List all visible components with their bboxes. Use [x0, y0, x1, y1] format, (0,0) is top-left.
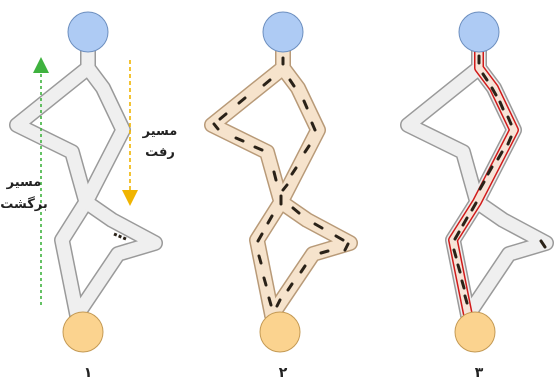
outbound-label-line2: رفت [145, 145, 175, 160]
panel-number-2: ۲ [279, 365, 288, 381]
trail-network [9, 28, 163, 323]
panel-1: مسیر رفت مسیر برگشت ۱ [0, 11, 178, 381]
panel-2: ۲ [204, 11, 358, 381]
outbound-label-line1: مسیر [142, 124, 178, 139]
food-circle [454, 311, 496, 353]
food-circle [62, 311, 104, 353]
food-circle [259, 311, 301, 353]
ants-group [212, 38, 350, 308]
return-label-line1: مسیر [6, 175, 42, 190]
panel-number-3: ۳ [475, 365, 484, 381]
pheromone-trail [448, 31, 519, 320]
return-label-line2: برگشت [0, 196, 48, 212]
nest-circle [67, 11, 109, 53]
trail-network [204, 28, 358, 323]
trail-network [400, 28, 554, 323]
panel-number-1: ۱ [84, 365, 93, 381]
nest-circle [262, 11, 304, 53]
panel-3: ۳ [400, 11, 554, 381]
ant [113, 232, 127, 241]
nest-circle [458, 11, 500, 53]
